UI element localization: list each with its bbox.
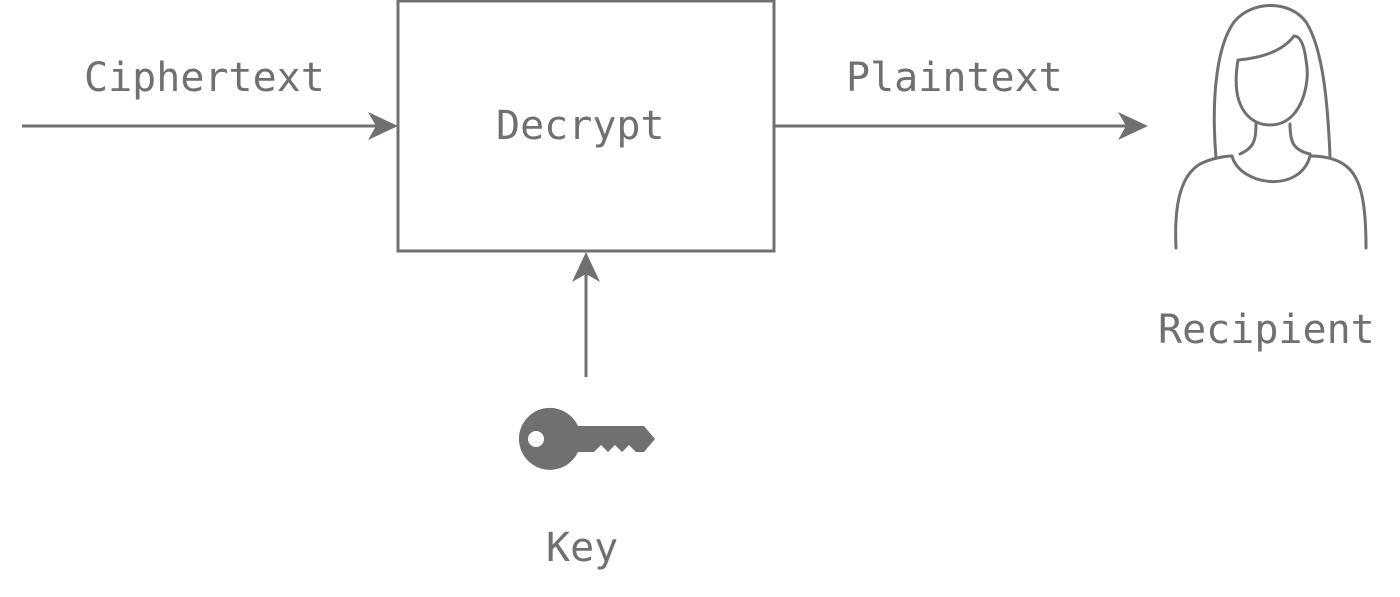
key-label: Key	[546, 525, 619, 571]
decrypt-label: Decrypt	[496, 103, 665, 149]
key-arrow	[572, 252, 600, 377]
key-icon	[518, 407, 655, 470]
person-icon	[1174, 4, 1368, 250]
ciphertext-arrow	[22, 112, 398, 140]
plaintext-arrow	[774, 112, 1148, 140]
plaintext-label: Plaintext	[846, 55, 1063, 101]
ciphertext-label: Ciphertext	[84, 55, 325, 101]
recipient-label: Recipient	[1158, 307, 1375, 353]
